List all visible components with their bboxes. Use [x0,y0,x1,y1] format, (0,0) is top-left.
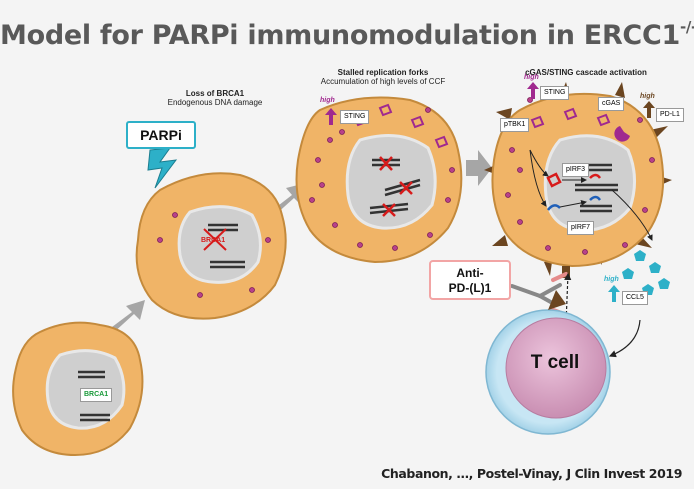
cell-stage-3 [295,96,463,264]
page-title: Model for PARPi immunomodulation in ERCC… [0,18,694,51]
pirf7-box: pIRF7 [567,221,595,235]
lightning-icon [147,147,178,189]
brca1-box-stage-2: BRCA1 [201,237,226,244]
high-label-sting-3: high [320,97,335,104]
ptbk1-box: pTBK1 [500,118,530,132]
parpi-label: PARPi [126,121,196,149]
pdl1-box: PD-L1 [656,108,684,122]
brca1-box-stage-1: BRCA1 [80,388,113,402]
ccl5-box: CCL5 [622,291,648,305]
stage-arrow-1 [108,300,145,334]
t-cell [485,290,611,435]
sting-box-stage-4: STING [540,86,570,100]
cell-stage-4 [484,82,672,276]
high-label-pdl1: high [640,93,655,100]
cell-stage-2 [135,172,287,320]
citation: Chabanon, …, Postel-Vinay, J Clin Invest… [381,466,682,481]
stage-arrow-3 [466,150,492,186]
cell-stage-1 [12,321,144,457]
high-label-sting-4: high [524,74,539,81]
sting-box-stage-3: STING [340,110,370,124]
up-arrow-icons [325,82,655,302]
anti-pdl1-box: Anti-PD-(L)1 [429,260,511,300]
pirf3-box: pIRF3 [562,163,590,177]
tcell-label: T cell [530,352,580,373]
brca1-loss-mark [203,228,227,251]
high-label-ccl5: high [604,276,619,283]
cgas-box: cGAS [598,97,625,111]
stage-4-caption: cGAS/STING cascade activation [525,68,647,77]
